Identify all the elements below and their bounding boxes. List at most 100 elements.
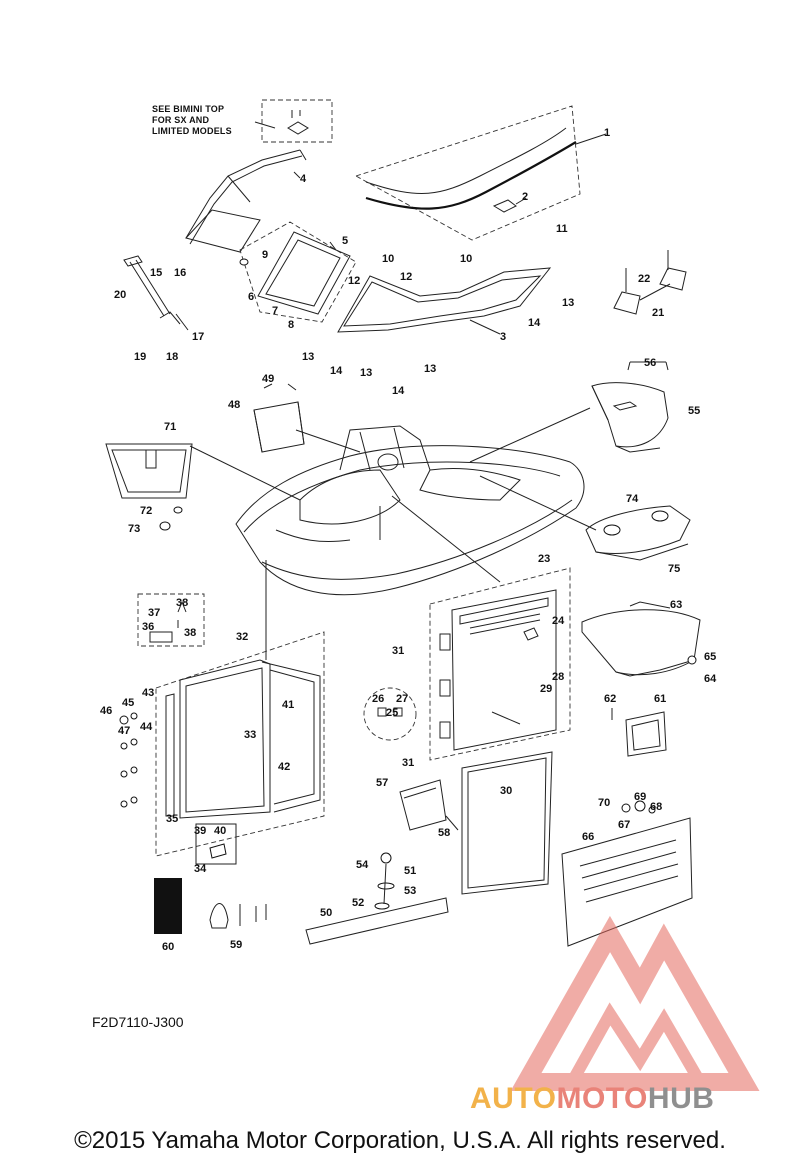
callout: 22 — [638, 273, 650, 285]
callout: 60 — [162, 941, 174, 953]
bimini-note: SEE BIMINI TOP FOR SX AND LIMITED MODELS — [152, 104, 232, 136]
callout: 52 — [352, 897, 364, 909]
latch-group — [137, 593, 205, 647]
callout: 43 — [142, 687, 154, 699]
callout: 13 — [360, 367, 372, 379]
callout: 26 — [372, 693, 384, 705]
callout: 73 — [128, 523, 140, 535]
callout: 25 — [386, 707, 398, 719]
callout: 7 — [272, 305, 278, 317]
callout: 23 — [538, 553, 550, 565]
callout: 1 — [604, 127, 610, 139]
floor-mat — [105, 443, 193, 531]
callout: 72 — [140, 505, 152, 517]
callout: 50 — [320, 907, 332, 919]
callout: 27 — [396, 693, 408, 705]
callout: 42 — [278, 761, 290, 773]
callout: 59 — [230, 939, 242, 951]
callout: 62 — [604, 693, 616, 705]
boat-hull — [235, 425, 585, 596]
callout: 61 — [654, 693, 666, 705]
watermark-auto: AUTO — [470, 1082, 557, 1115]
callout: 55 — [688, 405, 700, 417]
callout: 17 — [192, 331, 204, 343]
callout: 69 — [634, 791, 646, 803]
callout: 38 — [184, 627, 196, 639]
callout: 30 — [500, 785, 512, 797]
callout: 41 — [282, 699, 294, 711]
callout: 5 — [342, 235, 348, 247]
callout: 19 — [134, 351, 146, 363]
watermark-text: AUTOMOTOHUB — [470, 1082, 714, 1116]
callout: 2 — [522, 191, 528, 203]
callout: 35 — [166, 813, 178, 825]
reflector-strip — [154, 878, 182, 934]
callout: 68 — [650, 801, 662, 813]
callout: 12 — [400, 271, 412, 283]
cover-panel — [561, 817, 693, 947]
windshield-trim — [354, 105, 607, 241]
callout: 45 — [122, 697, 134, 709]
callout: 44 — [140, 721, 153, 733]
watermark-logo — [510, 915, 760, 1091]
callout: 54 — [356, 859, 369, 871]
callout: 12 — [348, 275, 360, 287]
callout: 16 — [174, 267, 186, 279]
callout: 51 — [404, 865, 416, 877]
watermark-moto: MOTO — [556, 1082, 648, 1115]
knob-parts — [621, 800, 656, 814]
tool-kit — [209, 903, 267, 929]
callout: 53 — [404, 885, 416, 897]
callout: 36 — [142, 621, 154, 633]
callout: 24 — [552, 615, 565, 627]
vent-box — [611, 708, 667, 757]
callout: 33 — [244, 729, 256, 741]
bimini-frame — [185, 149, 307, 253]
copyright-notice: ©2015 Yamaha Motor Corporation, U.S.A. A… — [74, 1127, 726, 1154]
callout: 29 — [540, 683, 552, 695]
callout: 6 — [248, 291, 254, 303]
callout: 66 — [582, 831, 594, 843]
callout: 8 — [288, 319, 294, 331]
callout: 49 — [262, 373, 274, 385]
callout: 37 — [148, 607, 160, 619]
callout: 34 — [194, 863, 207, 875]
windshield-frame — [239, 221, 357, 323]
callout: 13 — [562, 297, 574, 309]
seat-back — [591, 361, 669, 453]
leader-lines — [189, 407, 597, 660]
callout: 56 — [644, 357, 656, 369]
callout: 57 — [376, 777, 388, 789]
seat-cushion — [581, 601, 701, 677]
callout: 4 — [300, 173, 307, 185]
callout: 14 — [330, 365, 343, 377]
fasteners-left — [119, 712, 138, 808]
callout: 28 — [552, 671, 564, 683]
callout: 74 — [626, 493, 639, 505]
callout: 32 — [236, 631, 248, 643]
callout: 21 — [652, 307, 664, 319]
side-windshield — [337, 267, 552, 335]
figure-code: F2D7110-J300 — [92, 1014, 184, 1030]
access-panel — [429, 567, 571, 761]
clamps — [613, 250, 687, 315]
callout: 58 — [438, 827, 450, 839]
support-strut — [123, 255, 189, 331]
callout: 11 — [556, 223, 568, 235]
callout: 70 — [598, 797, 610, 809]
callout: 65 — [704, 651, 716, 663]
rail-parts — [305, 852, 449, 945]
callout: 3 — [500, 331, 506, 343]
watermark-hub: HUB — [647, 1082, 715, 1115]
callout: 31 — [392, 645, 404, 657]
callout: 31 — [402, 757, 414, 769]
callout: 20 — [114, 289, 126, 301]
callout: 46 — [100, 705, 112, 717]
hinge-detail — [363, 687, 417, 741]
callout: 38 — [176, 597, 188, 609]
storage-box — [253, 383, 305, 453]
callout: 39 — [194, 825, 206, 837]
callout: 10 — [460, 253, 472, 265]
callout: 10 — [382, 253, 394, 265]
